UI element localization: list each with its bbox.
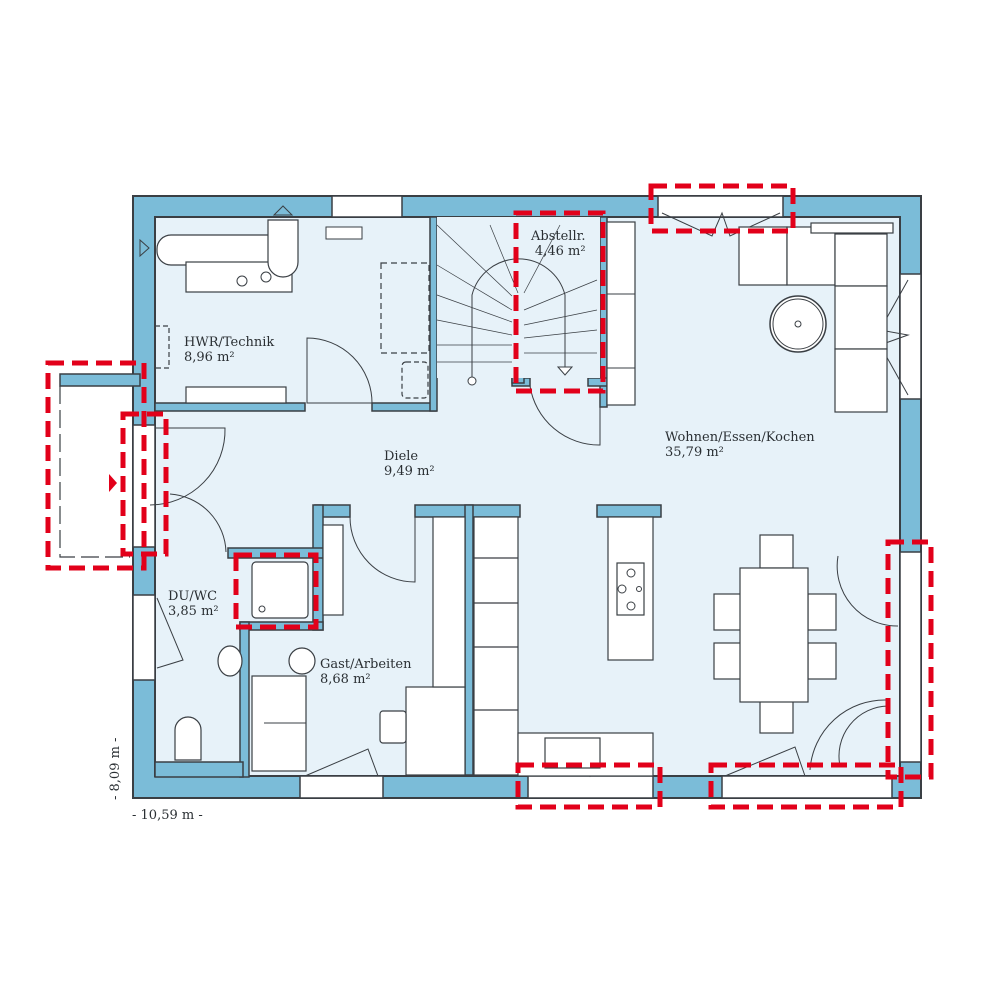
burner-icon [626, 568, 636, 578]
hwr-wall-bottom [154, 402, 306, 412]
desk-chair [379, 710, 407, 744]
cooktop [616, 562, 645, 616]
room-label-du-wc: DU/WC 3,85 m² [168, 589, 219, 619]
burner-icon [626, 601, 636, 611]
hwr-wall-bottom-right [371, 402, 437, 412]
window-du [132, 594, 156, 681]
room-label-abstellraum: Abstellr. 4,46 m² [531, 229, 586, 259]
dimension-width: - 10,59 m - [132, 808, 203, 823]
room-name: Diele [384, 449, 419, 464]
door-right-terrace [899, 551, 922, 763]
window-bottom-kitchen [527, 775, 654, 799]
kitchen-counter [473, 516, 654, 777]
shower-drain-icon [258, 605, 266, 613]
hwr-door-swing [306, 337, 373, 404]
room-area: 8,68 m² [320, 672, 371, 687]
room-area: 8,96 m² [184, 350, 235, 365]
window-bottom-gast [299, 775, 384, 799]
wc-sink-icon [217, 645, 243, 677]
room-name: DU/WC [168, 589, 218, 604]
entrance-arrow-icon [109, 474, 117, 492]
burner-icon [617, 584, 627, 594]
room-name: Wohnen/Essen/Kochen [665, 430, 815, 445]
shower-wall-side [312, 504, 324, 631]
entrance-door-swing-2 [169, 493, 227, 553]
entrance-canopy-wall [59, 373, 141, 387]
vent-right-icon [139, 238, 150, 258]
sink-drain-icon-2 [260, 271, 272, 283]
hwr-stair-wall [429, 216, 438, 412]
vent-up-icon [272, 205, 294, 216]
du-window-swing [156, 597, 184, 669]
room-name: HWR/Technik [184, 335, 275, 350]
room-label-gast: Gast/Arbeiten 8,68 m² [320, 657, 411, 687]
gast-window-swing [304, 748, 379, 777]
room-area: 3,85 m² [168, 604, 219, 619]
window-right-upper [899, 273, 922, 400]
door-bottom-terrace [721, 775, 893, 799]
shower-tray [251, 561, 309, 619]
right-window-swing [879, 279, 910, 396]
stair-door-swing [529, 385, 601, 446]
entrance-canopy [59, 386, 130, 558]
dining-set [713, 534, 837, 734]
window-top-hwr [331, 195, 403, 218]
gast-wardrobe [322, 524, 344, 616]
toilet-icon [174, 716, 202, 761]
shelf [432, 516, 466, 688]
room-area: 35,79 m² [665, 445, 724, 460]
du-wall-bottom [154, 761, 244, 778]
room-label-wohnen: Wohnen/Essen/Kochen 35,79 m² [665, 430, 815, 460]
window-top-living [657, 195, 784, 218]
du-gast-wall [239, 621, 250, 778]
room-label-diele: Diele 9,49 m² [384, 449, 435, 479]
desk [405, 686, 466, 776]
sofa [738, 222, 894, 413]
boiler-icon [267, 219, 299, 278]
hwr-left-dashed [154, 325, 170, 369]
coffee-table-center [794, 320, 802, 328]
washer-dashed [380, 262, 430, 354]
gast-door-swing [349, 516, 416, 583]
hwr-bench [185, 386, 287, 404]
room-name: Abstellr. [531, 229, 586, 244]
terrace-door-swing-right [836, 555, 899, 627]
tall-cabinet [606, 221, 636, 406]
dimension-height: - 8,09 m - [108, 737, 123, 800]
room-area: 9,49 m² [384, 464, 435, 479]
burner-icon [636, 586, 642, 592]
sink-drain-icon [236, 275, 248, 287]
accessibility-markers [45, 183, 934, 810]
guest-lamp [288, 647, 316, 675]
dryer-dashed [401, 361, 429, 399]
kitchen-island-wall [596, 504, 662, 518]
control-panel [325, 226, 363, 240]
terrace-door-swing-bottom [809, 699, 889, 771]
room-label-hwr: HWR/Technik 8,96 m² [184, 335, 274, 365]
room-name: Gast/Arbeiten [320, 657, 412, 672]
coffee-table [769, 295, 827, 353]
coffee-table-inner [772, 298, 824, 350]
room-area: 4,46 m² [534, 244, 586, 259]
gast-wall-vertical [464, 504, 474, 776]
